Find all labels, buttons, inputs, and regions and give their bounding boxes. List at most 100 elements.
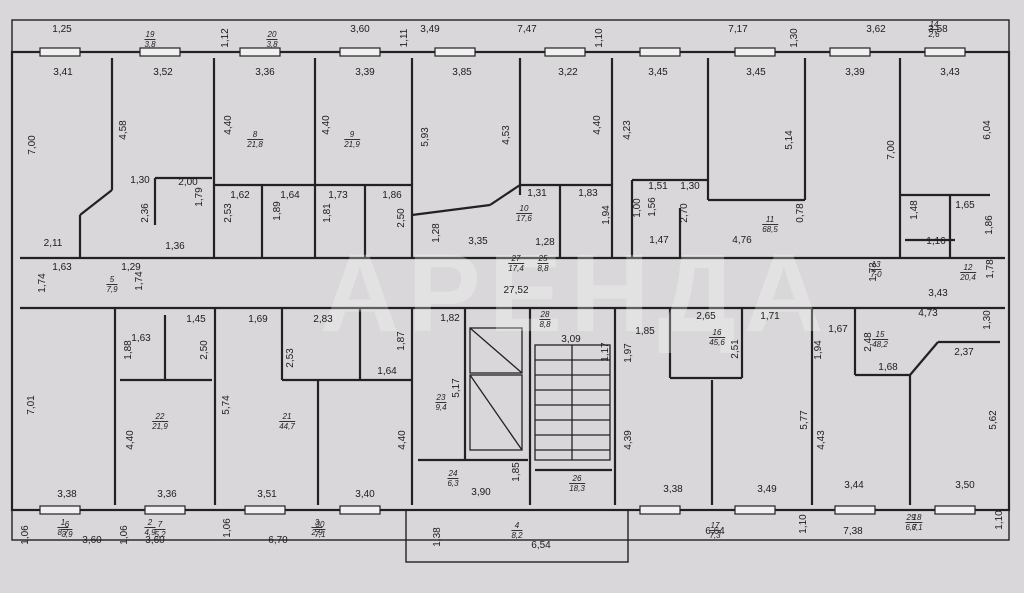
- dimension-label: 4,73: [918, 308, 938, 319]
- room-number: 9: [344, 131, 360, 140]
- dimension-label: 4,40: [223, 115, 234, 135]
- room-number: 12: [960, 264, 976, 273]
- dimension-label: 1,06: [222, 518, 233, 538]
- room-area: 7,3: [709, 531, 721, 540]
- room-area: 17,4: [508, 264, 524, 273]
- room-number: 5: [106, 276, 118, 285]
- room-number: 4: [511, 522, 523, 531]
- dimension-label: 1,62: [230, 190, 250, 201]
- dimension-label: 3,50: [955, 480, 975, 491]
- room-number: 26: [569, 475, 585, 484]
- walls: [10, 19, 1011, 563]
- dimension-label: 1,69: [248, 314, 268, 325]
- room-area: 2,9: [311, 528, 323, 537]
- dimension-label: 1,48: [909, 200, 920, 220]
- dimension-label: 4,43: [816, 430, 827, 450]
- dimension-label: 1,10: [798, 514, 809, 534]
- dimension-label: 1,74: [134, 271, 145, 291]
- room-number: 25: [537, 254, 549, 264]
- dimension-label: 1,30: [680, 181, 700, 192]
- room-number: 23: [435, 393, 447, 403]
- dimension-label: 1,71: [760, 311, 780, 322]
- dimension-label: 6,54: [531, 540, 551, 551]
- dimension-label: 1,79: [194, 187, 205, 207]
- dimension-label: 4,53: [501, 125, 512, 145]
- dimension-label: 4,23: [622, 120, 633, 140]
- room-number: 13: [870, 260, 882, 270]
- dimension-label: 5,17: [451, 378, 462, 398]
- room-area: 68,5: [762, 225, 778, 234]
- dimension-label: 3,39: [355, 67, 375, 78]
- dimension-label: 1,86: [382, 190, 402, 201]
- dimension-label: 1,63: [131, 333, 151, 344]
- dimension-label: 2,53: [285, 348, 296, 368]
- dimension-label: 1,88: [123, 340, 134, 360]
- room-area: 21,9: [152, 422, 168, 431]
- dimension-label: 2,70: [679, 203, 690, 223]
- dimension-label: 1,64: [377, 366, 397, 377]
- dimension-label: 3,49: [420, 24, 440, 35]
- room-number: 15: [872, 331, 888, 340]
- dimension-label: 5,74: [221, 395, 232, 415]
- room-area: 6,1: [911, 523, 923, 532]
- dimension-label: 1,73: [328, 190, 348, 201]
- room-area: 45,6: [709, 338, 725, 347]
- room-area: 48,2: [872, 340, 888, 349]
- dimension-label: 3,38: [663, 484, 683, 495]
- dimension-label: 1,64: [280, 190, 300, 201]
- room-number: 3: [311, 519, 323, 528]
- dimension-label: 1,10: [994, 510, 1005, 530]
- room-area: 2,6: [928, 30, 940, 39]
- room-number: 29: [905, 513, 917, 523]
- dimension-label: 1,47: [649, 235, 669, 246]
- room-area: 8,7: [57, 528, 69, 537]
- dimension-label: 1,38: [432, 527, 443, 547]
- room-number: 24: [447, 469, 459, 479]
- dimension-label: 3,85: [452, 67, 472, 78]
- dimension-label: 4,76: [732, 235, 752, 246]
- dimension-label: 1,28: [535, 237, 555, 248]
- dimension-label: 1,29: [121, 262, 141, 273]
- room-number: 22: [152, 413, 168, 422]
- dimension-label: 2,83: [313, 314, 333, 325]
- stairwell: [469, 327, 611, 461]
- dimension-label: 1,17: [600, 342, 611, 362]
- room-number: 18: [911, 513, 923, 523]
- dimension-label: 3,36: [255, 67, 275, 78]
- dimension-label: 1,31: [527, 188, 547, 199]
- dimension-label: 1,85: [635, 326, 655, 337]
- dimension-label: 1,45: [186, 314, 206, 325]
- room-number: 2: [144, 519, 156, 528]
- dimension-label: 3,44: [844, 480, 864, 491]
- dimension-label: 7,47: [517, 24, 537, 35]
- dimension-label: 3,39: [845, 67, 865, 78]
- room-area: 44,7: [279, 422, 295, 431]
- dimension-label: 5,93: [420, 127, 431, 147]
- dimension-label: 1,65: [955, 200, 975, 211]
- watermark: АРЕНДА: [320, 232, 832, 355]
- room-number: 27: [508, 255, 524, 264]
- room-area: 8,8: [537, 264, 549, 273]
- dimension-label: 1,06: [20, 525, 31, 545]
- dimension-label: 1,86: [984, 215, 995, 235]
- room-number: 20: [266, 30, 278, 40]
- dimension-label: 7,01: [26, 395, 37, 415]
